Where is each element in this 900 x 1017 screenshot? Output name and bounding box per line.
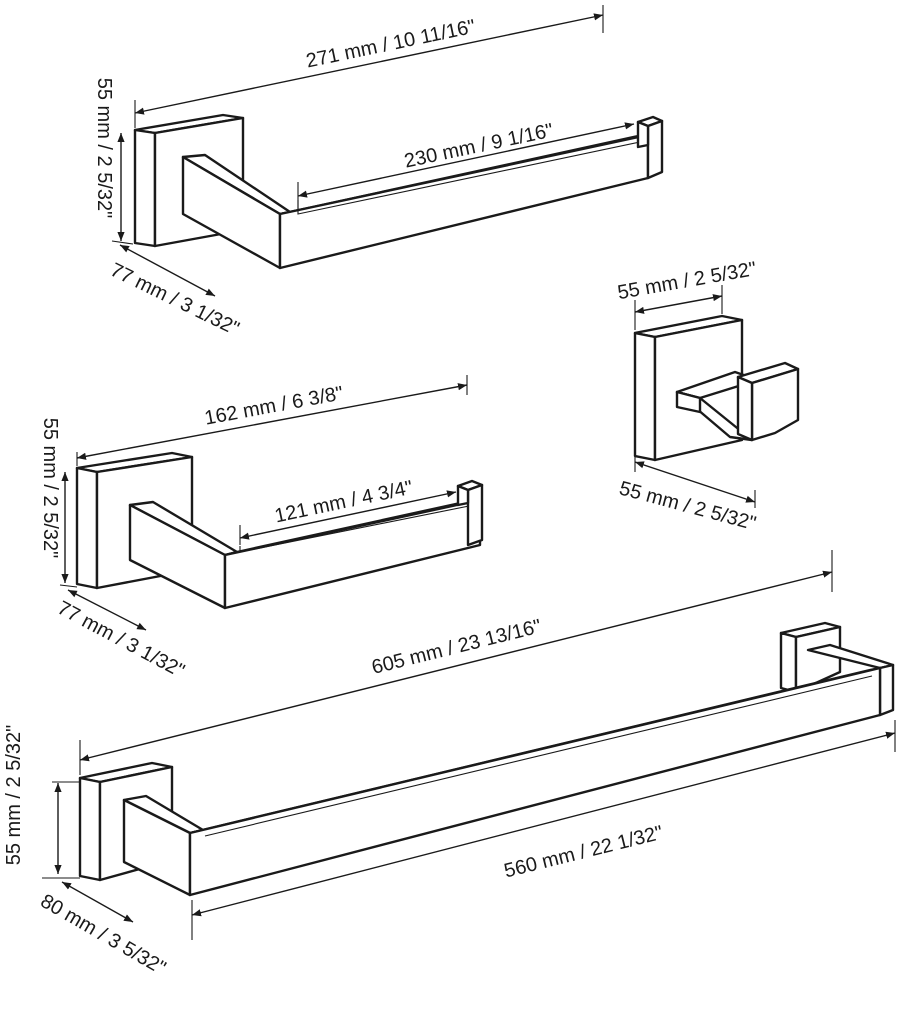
towel-bar-depth-dim <box>61 881 134 923</box>
small-holder-bar-front <box>223 498 482 610</box>
hook-tip-side <box>736 375 754 442</box>
large-holder-height-label: 55 mm / 2 5/32" <box>93 78 115 219</box>
small-holder-tip-front <box>456 484 470 507</box>
large-holder-length-label: 271 mm / 10 11/16" <box>304 16 477 73</box>
large-holder-length-dim <box>134 13 604 115</box>
towel-bar: 605 mm / 23 13/16" 560 mm / 22 1/32" 55 … <box>3 550 896 979</box>
large-holder-bar-dim <box>297 122 635 198</box>
towel-bar-right-arm-side <box>878 663 895 717</box>
small-holder-plate-side <box>75 466 99 590</box>
towel-bar-height-label: 55 mm / 2 5/32" <box>3 725 25 866</box>
towel-bar-bar-label: 560 mm / 22 1/32" <box>502 822 665 883</box>
small-holder-depth-label: 77 mm / 3 1/32" <box>54 597 188 682</box>
large-holder-plate-side <box>133 128 157 248</box>
towel-bar-length-dim <box>79 570 833 762</box>
small-holder-depth-ext <box>59 584 78 588</box>
towel-bar-right-plate-side <box>779 631 798 694</box>
small-holder-bar-dim <box>239 490 457 540</box>
hook-tip-front <box>750 367 800 442</box>
small-paper-holder: 162 mm / 6 3/8" 121 mm / 4 3/4" 55 mm / … <box>39 375 484 682</box>
small-holder-height-label: 55 mm / 2 5/32" <box>39 418 61 559</box>
large-holder-depth-dim <box>119 244 216 297</box>
towel-bar-bar-dim <box>191 731 896 917</box>
towel-bar-left-plate-side <box>78 776 102 882</box>
hook-depth-dim <box>634 461 756 503</box>
hook-width-label: 55 mm / 2 5/32" <box>616 258 758 304</box>
large-holder-depth-label: 77 mm / 3 1/32" <box>107 259 243 340</box>
small-holder-tip-side <box>466 483 484 547</box>
small-holder-length-label: 162 mm / 6 3/8" <box>203 382 345 429</box>
hook-depth-label: 55 mm / 2 5/32" <box>617 477 758 535</box>
hook-width-dim <box>634 294 723 314</box>
large-paper-holder: 271 mm / 10 11/16" 230 mm / 9 1/16" 55 m… <box>93 5 664 340</box>
towel-bar-depth-label: 80 mm / 3 5/32" <box>37 890 170 979</box>
large-holder-tip-side <box>646 119 664 180</box>
towel-bar-rail-edge <box>204 675 873 837</box>
large-holder-depth-ext <box>111 240 134 245</box>
robe-hook: 55 mm / 2 5/32" 55 mm / 2 5/32" <box>616 258 800 535</box>
hook-arm-front <box>675 390 702 414</box>
small-holder-length-dim <box>76 383 468 460</box>
towel-bar-length-label: 605 mm / 23 13/16" <box>370 615 544 678</box>
hook-plate-side <box>633 331 657 462</box>
large-holder-tip-front <box>636 120 650 149</box>
